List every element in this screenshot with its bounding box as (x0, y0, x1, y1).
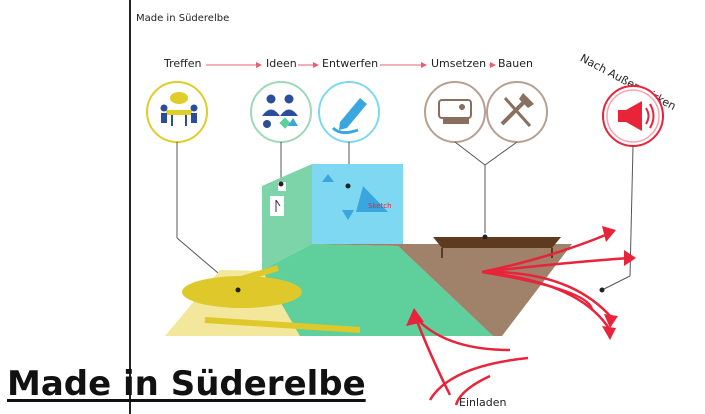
page-title: Made in Süderelbe (7, 364, 366, 404)
pen-icon (318, 81, 380, 143)
image-divider (129, 0, 131, 414)
connector-dot (345, 183, 351, 189)
outreach-arrowheads (602, 226, 636, 340)
connector-dot (278, 181, 284, 187)
figure-title: Made in Süderelbe (136, 13, 230, 24)
invite-label: Einladen (459, 396, 507, 409)
step-bauen: Bauen (498, 57, 533, 70)
ideas-icon (250, 81, 312, 143)
hammer-icon (486, 81, 548, 143)
diagram-figure: Made in Süderelbe Treffen Ideen Entwerfe… (130, 0, 705, 414)
sewing-machine-icon (424, 81, 486, 143)
workbench (433, 234, 561, 258)
diagram-scene: Sketch (146, 62, 664, 406)
step-umsetzen: Umsetzen (431, 57, 487, 70)
meeting-icon (146, 81, 208, 143)
step-ideen: Ideen (266, 57, 297, 70)
megaphone-icon (602, 85, 664, 147)
board-text: Sketch (368, 202, 392, 210)
connector-dot (599, 287, 605, 293)
room-scene (165, 164, 572, 336)
step-treffen: Treffen (164, 57, 202, 70)
invite-arrows (413, 315, 529, 406)
wall-details: Sketch (270, 174, 392, 220)
meeting-table (182, 265, 361, 333)
outreach-arrows (481, 232, 631, 331)
step-entwerfen: Entwerfen (322, 57, 379, 70)
invite-arrowhead (406, 308, 424, 326)
